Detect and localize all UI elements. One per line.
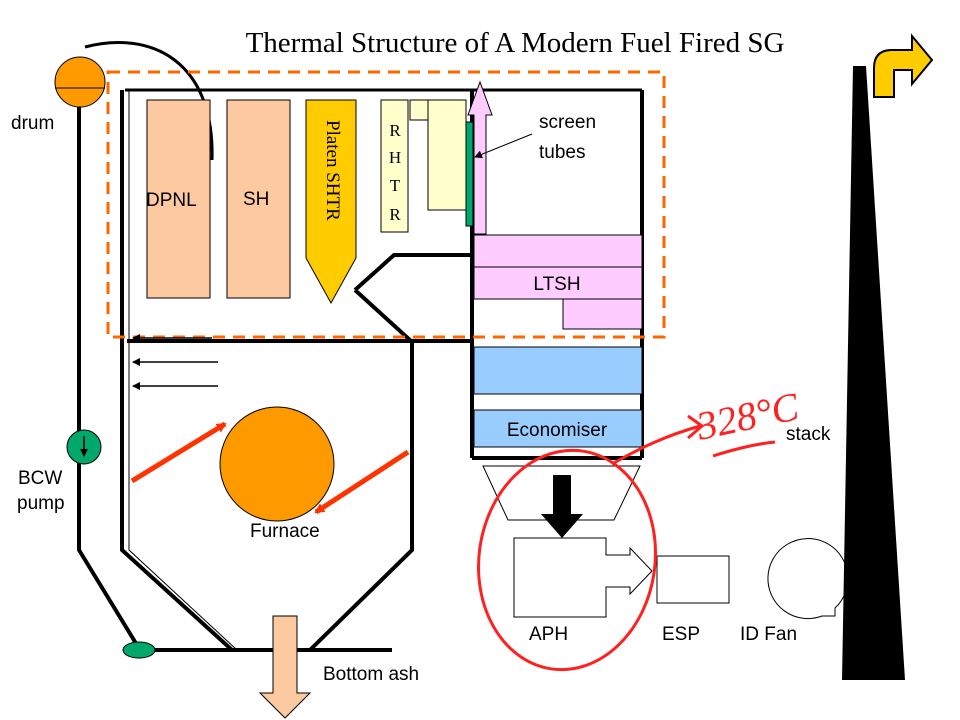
heat-recovery-boundary: [106, 70, 666, 339]
furnace-fireball: [219, 406, 335, 522]
bcw-pump-label-line2: pump: [17, 493, 65, 514]
id-fan: [767, 538, 849, 620]
screen-tubes-label-line2: tubes: [539, 142, 585, 163]
bottom-valve: [122, 641, 156, 659]
economiser-upper: [473, 346, 643, 395]
burner-arrows: [130, 421, 410, 515]
furnace-walls: [120, 88, 644, 652]
temperature-underline: [712, 440, 776, 458]
rhtr-letter-r2: R: [389, 205, 401, 224]
esp-label: ESP: [662, 624, 700, 645]
bcw-pump-label-line1: BCW: [18, 468, 62, 489]
stack-label: stack: [786, 424, 831, 445]
bottom-ash-label: Bottom ash: [323, 664, 419, 685]
economiser-label: Economiser: [507, 420, 608, 441]
ltsh-label: LTSH: [533, 274, 580, 295]
exhaust-arrow: [873, 33, 934, 98]
stack: [842, 66, 905, 680]
rhtr-letter-r1: R: [389, 121, 401, 140]
diagram-title: Thermal Structure of A Modern Fuel Fired…: [246, 27, 785, 59]
drum: [54, 56, 106, 108]
annotation-circle: [477, 448, 657, 672]
rh-step-panel: [409, 99, 429, 121]
bottom-ash-arrow: [258, 615, 312, 719]
furnace-label: Furnace: [250, 521, 320, 542]
screen-tubes: [465, 121, 474, 227]
sh-panel: [226, 99, 291, 299]
dpnl-panel: [146, 99, 211, 299]
dpnl-label: DPNL: [146, 190, 197, 211]
aph-box: [513, 537, 653, 618]
platen-label: Platen SHTR: [322, 120, 343, 221]
ltsh-lower: [562, 298, 643, 330]
esp-box: [656, 555, 730, 604]
rhtr-letter-h: H: [389, 148, 401, 167]
id-fan-label: ID Fan: [740, 624, 797, 645]
ltsh-middle: [473, 266, 643, 300]
platen-shtr: [305, 99, 357, 305]
rhtr-letter-t: T: [390, 176, 401, 195]
bcw-pump: [66, 429, 102, 465]
gas-down-arrow: [541, 475, 583, 538]
ltsh-upper: [473, 234, 643, 268]
wall-heat-arrows: [132, 334, 218, 390]
economiser-lower: [473, 409, 643, 448]
screen-tubes-label-line1: screen: [539, 112, 596, 133]
aph-label: APH: [529, 624, 568, 645]
final-rh-panel: [427, 99, 467, 211]
rhtr-panel: [380, 99, 409, 233]
screen-tubes-pointer: [474, 133, 533, 159]
annotation-arrow: [611, 424, 701, 466]
annotation-arrow-head: [687, 414, 705, 440]
drum-label: drum: [11, 113, 54, 134]
sh-label: SH: [243, 189, 269, 210]
